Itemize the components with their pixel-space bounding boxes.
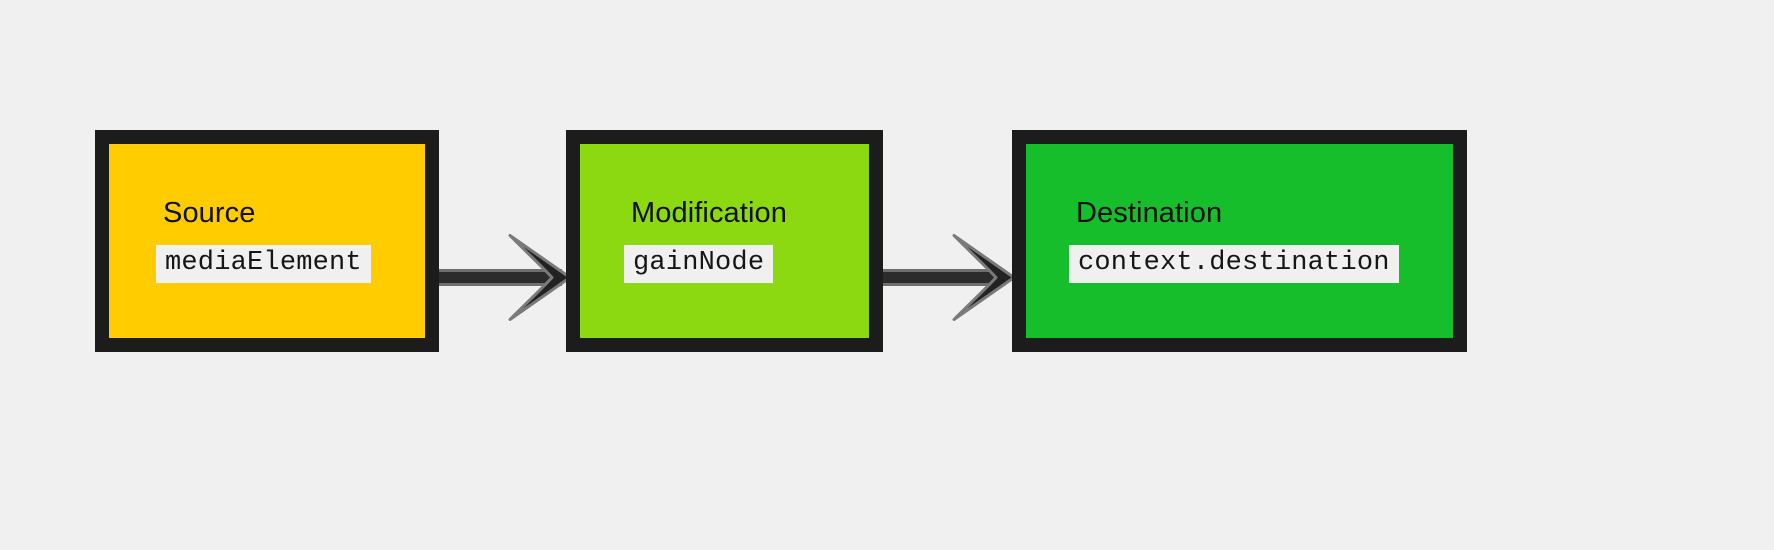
node-source-title: Source (163, 196, 256, 229)
node-modification-title: Modification (631, 196, 787, 229)
node-source-code-label: mediaElement (156, 244, 371, 284)
node-modification-code-label: gainNode (624, 244, 774, 284)
arrow-source-to-modification (437, 234, 572, 321)
node-destination-code-label: context.destination (1069, 244, 1399, 284)
arrow-modification-to-destination (877, 234, 1016, 321)
node-destination-title: Destination (1076, 196, 1223, 229)
node-destination[interactable]: Destination context.destination (1012, 130, 1467, 352)
node-modification[interactable]: Modification gainNode (566, 130, 883, 352)
node-source[interactable]: Source mediaElement (95, 130, 439, 352)
